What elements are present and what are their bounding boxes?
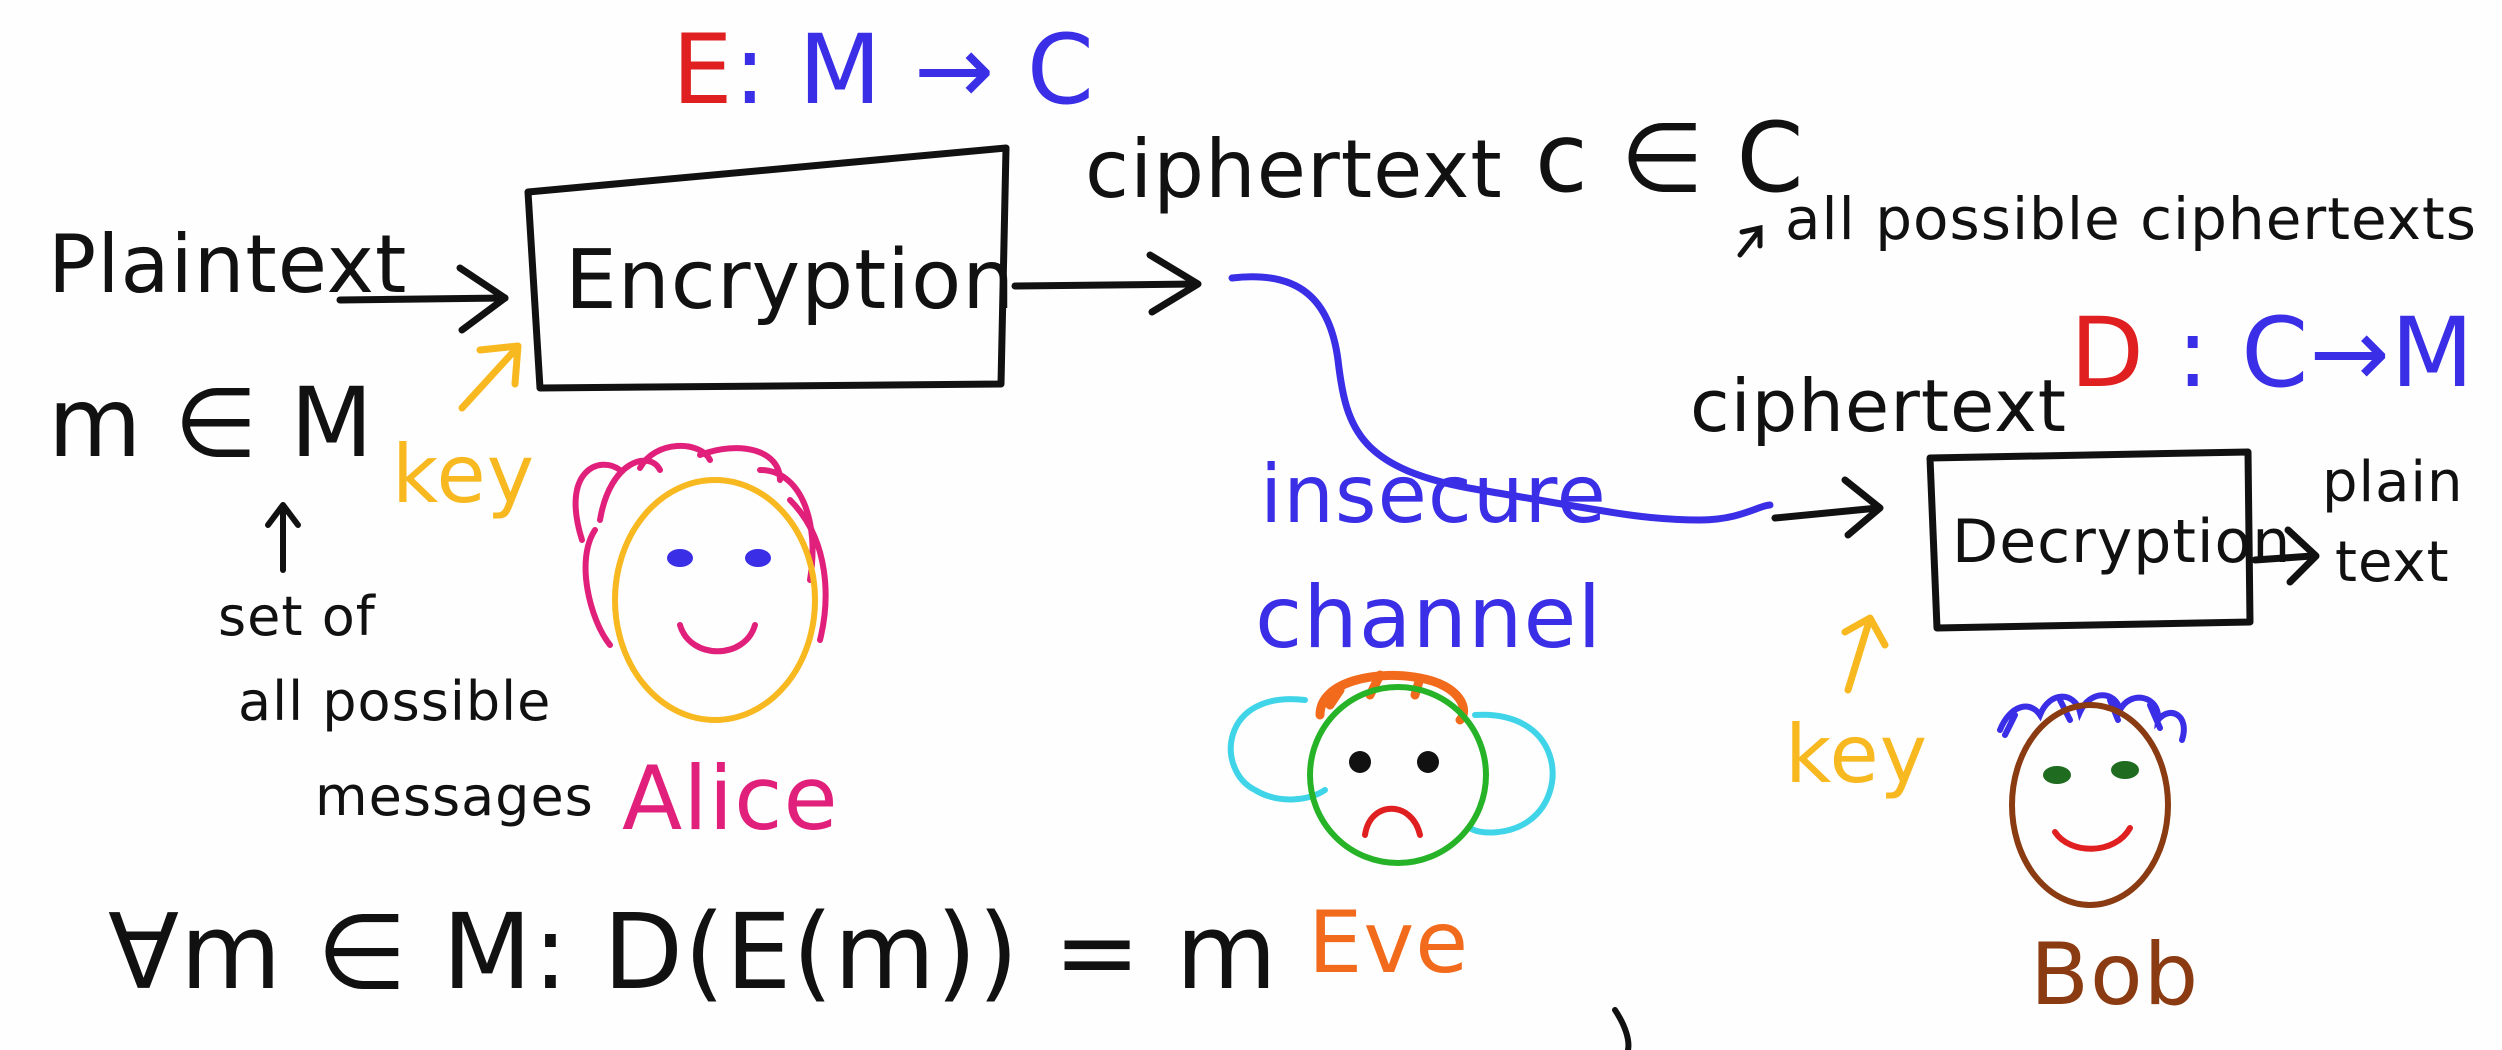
encryption-fn-sep: :: [733, 14, 767, 126]
decryption-fn-codomain: M: [2390, 297, 2475, 409]
message-space-note-1: set of: [218, 585, 376, 648]
decryption-fn-D: D: [2070, 297, 2145, 409]
plaintext-arrow: [336, 264, 509, 334]
insecure-channel-line: [1228, 273, 1774, 524]
encryption-fn-codomain: C: [1026, 14, 1095, 126]
ciphertext-arrow: [1011, 251, 1202, 316]
bob-face: [1997, 692, 2187, 908]
alice-key-label: key: [392, 428, 536, 521]
decryption-fn-domain: C: [2241, 297, 2310, 409]
encryption-fn-domain: M: [798, 14, 883, 126]
ciphertext-in-arrow: [1771, 476, 1884, 539]
message-space-note-2: all possible: [238, 670, 552, 733]
channel-label-2: channel: [1255, 568, 1603, 668]
cipher-space-label: c ∈ C: [1535, 102, 1805, 214]
encryption-box: [524, 144, 1010, 392]
eve-name: Eve: [1308, 893, 1470, 993]
alice-key-arrow: [458, 342, 522, 412]
stray-mark: [1612, 1007, 1632, 1050]
eve-face: [1227, 670, 1556, 866]
cipher-space-note: all possible ciphertexts: [1785, 185, 2477, 253]
decryption-function-label: D : C→M: [2070, 305, 2475, 401]
decryption-box: [1926, 448, 2254, 632]
correctness-equation: ∀m ∈ M: D(E(m)) = m: [108, 891, 1278, 1013]
bob-key-label: key: [1785, 708, 1929, 801]
plaintext-out-label-2: text: [2335, 530, 2450, 595]
alice-name: Alice: [622, 747, 839, 850]
plaintext-out-label-1: plain: [2322, 450, 2464, 515]
encryption-fn-arrow: →: [913, 14, 996, 126]
alice-face: [572, 443, 829, 723]
decryption-fn-arrow: →: [2309, 297, 2391, 409]
message-space-label: m ∈ M: [48, 367, 374, 479]
bob-name: Bob: [2030, 925, 2200, 1025]
message-space-note-3: messages: [315, 765, 594, 828]
decryption-fn-sep: :: [2176, 297, 2210, 409]
message-space-up-arrow: [265, 502, 301, 573]
plaintext-out-arrow: [2251, 526, 2320, 586]
plaintext-in-label: Plaintext: [48, 218, 408, 311]
cipher-space-note-arrow: [1737, 224, 1763, 258]
ciphertext-out-label: ciphertext: [1085, 123, 1503, 216]
channel-label-1: insecure: [1260, 448, 1607, 541]
encryption-function-label: E: M → C: [672, 22, 1095, 118]
ciphertext-in-label: ciphertext: [1690, 364, 2067, 448]
encryption-fn-E: E: [672, 14, 734, 126]
encryption-box-label: Encryption: [565, 233, 1016, 328]
bob-key-arrow: [1841, 614, 1889, 694]
decryption-box-label: Decryption: [1952, 507, 2292, 577]
